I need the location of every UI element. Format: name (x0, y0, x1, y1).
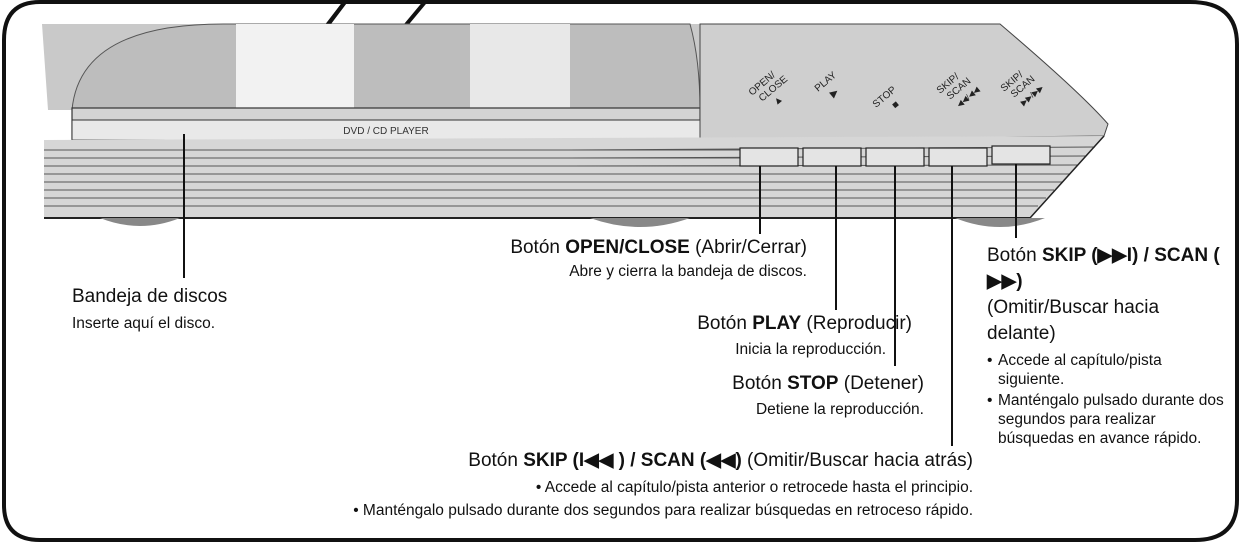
skip-fwd-callout: Botón SKIP (▶▶I) / SCAN ( ▶▶) (Omitir/Bu… (987, 243, 1227, 450)
frame-notch-right (403, 0, 427, 28)
control-panel (699, 23, 1109, 141)
button-skip-fwd (991, 145, 1051, 165)
skip-fwd-bullets: Accede al capítulo/pista siguiente. Mant… (987, 351, 1227, 448)
body-slope-edge (1029, 135, 1105, 219)
open-close-prefix: Botón (510, 237, 566, 258)
button-play (802, 147, 862, 167)
play-title: Botón PLAY (Reproducir) (697, 314, 912, 333)
panel-symbol-stop: ■ (890, 99, 902, 111)
play-desc: Inicia la reproducción. (735, 341, 886, 358)
skip-back-bullet-2: • Manténgalo pulsado durante dos segundo… (353, 502, 973, 519)
tray-title: Bandeja de discos (72, 286, 228, 307)
disc-dome (71, 23, 701, 111)
open-close-bold: OPEN/CLOSE (565, 237, 690, 258)
button-skip-back (928, 147, 988, 167)
stop-prefix: Botón (732, 373, 788, 394)
front-buttons (739, 145, 1051, 167)
skip-back-bullet-1: • Accede al capítulo/pista anterior o re… (535, 479, 973, 496)
play-bold: PLAY (752, 313, 802, 334)
foot-middle (590, 218, 690, 227)
foot-left (100, 218, 180, 226)
open-close-suffix: (Abrir/Cerrar) (689, 237, 807, 258)
skip-fwd-bullet-2: Manténgalo pulsado durante dos segundos … (987, 391, 1227, 448)
dome-highlight-1 (236, 24, 354, 110)
skip-back-title: Botón SKIP (I◀◀ ) / SCAN (◀◀) (Omitir/Bu… (468, 451, 973, 470)
skip-back-prefix: Botón (468, 450, 524, 471)
stop-title: Botón STOP (Detener) (732, 374, 924, 393)
button-stop (865, 147, 925, 167)
skip-back-suffix: (Omitir/Buscar hacia atrás) (741, 450, 973, 471)
open-close-title: Botón OPEN/CLOSE (Abrir/Cerrar) (510, 238, 807, 257)
skip-fwd-bullet-1: Accede al capítulo/pista siguiente. (987, 351, 1227, 389)
dome-highlight-2 (470, 24, 570, 110)
play-prefix: Botón (697, 313, 753, 334)
skip-back-bold: SKIP (I◀◀ ) / SCAN (◀◀) (523, 450, 742, 471)
skip-fwd-bold: SKIP (▶▶I) / SCAN ( ▶▶) (987, 245, 1220, 292)
skip-fwd-title: Botón SKIP (▶▶I) / SCAN ( ▶▶) (Omitir/Bu… (987, 243, 1227, 347)
front-grille (44, 146, 1096, 207)
button-open-close (739, 147, 799, 167)
open-close-desc: Abre y cierra la bandeja de discos. (569, 263, 807, 280)
foot-right (955, 218, 1045, 227)
stop-desc: Detiene la reproducción. (755, 401, 924, 418)
skip-fwd-suffix: (Omitir/Buscar hacia delante) (987, 297, 1160, 344)
leader-lines (183, 134, 1017, 446)
frame-notch-left (325, 0, 347, 28)
tray-desc: Inserte aquí el disco. (72, 315, 216, 332)
stop-suffix: (Detener) (838, 373, 924, 394)
front-label: DVD / CD PLAYER (343, 126, 428, 137)
skip-back-bullet-2-text: Manténgalo pulsado durante dos segundos … (362, 502, 973, 519)
skip-fwd-prefix: Botón (987, 245, 1042, 266)
stop-bold: STOP (787, 373, 839, 394)
skip-back-bullet-1-text: Accede al capítulo/pista anterior o retr… (544, 479, 973, 496)
play-suffix: (Reproducir) (801, 313, 912, 334)
